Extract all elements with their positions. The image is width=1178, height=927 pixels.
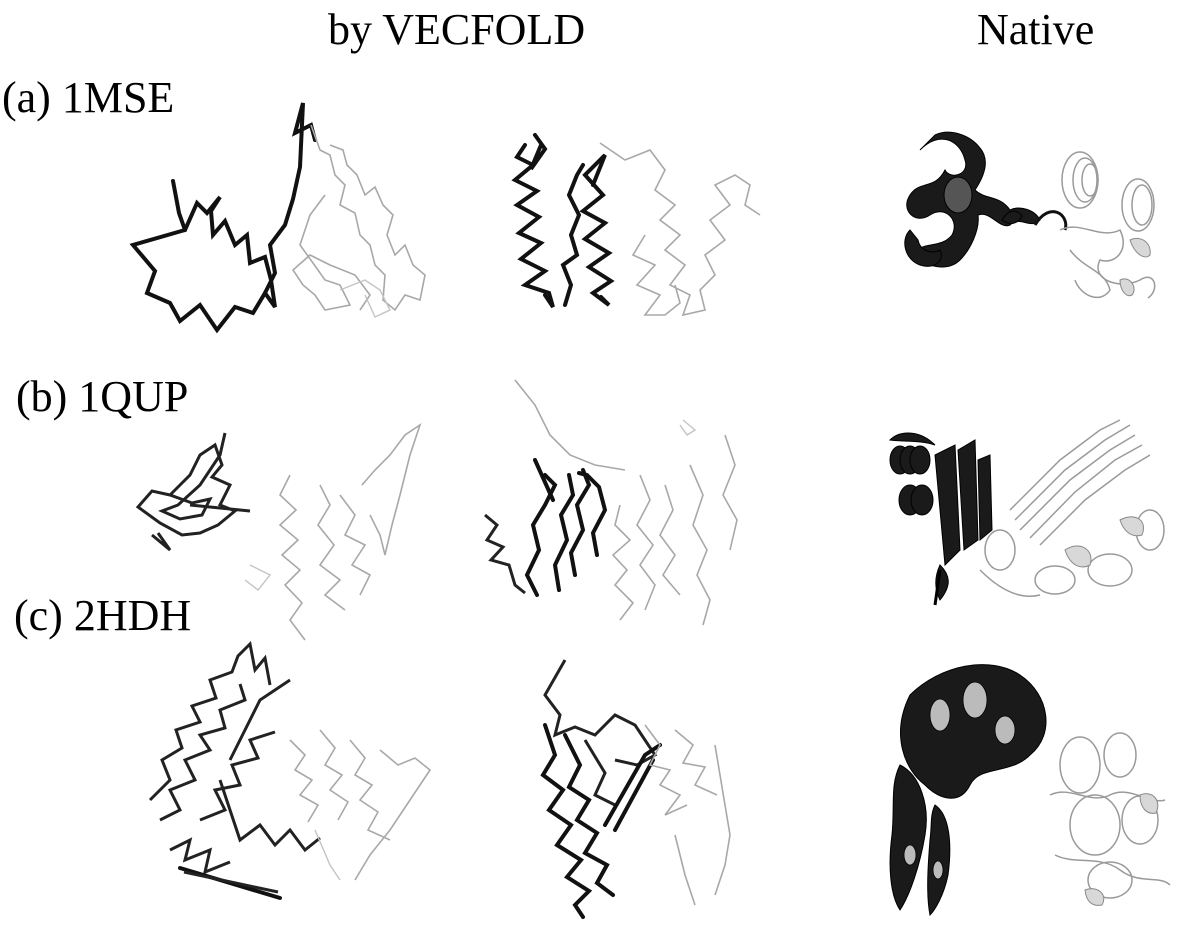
structure-2hdh-native xyxy=(880,655,1175,920)
structure-1qup-native xyxy=(880,400,1175,610)
structure-1mse-vecfold-view-1 xyxy=(125,95,445,335)
structure-2hdh-vecfold-view-2 xyxy=(525,655,755,920)
structure-1qup-vecfold-view-1 xyxy=(130,415,430,645)
structure-1mse-vecfold-view-2 xyxy=(505,125,775,325)
row-label-1qup: (b) 1QUP xyxy=(16,375,188,419)
structure-2hdh-vecfold-view-1 xyxy=(140,640,440,900)
header-native: Native xyxy=(977,8,1094,52)
header-by-vecfold: by VECFOLD xyxy=(328,8,585,52)
structure-1qup-vecfold-view-2 xyxy=(475,375,775,635)
structure-1mse-native xyxy=(890,120,1170,320)
